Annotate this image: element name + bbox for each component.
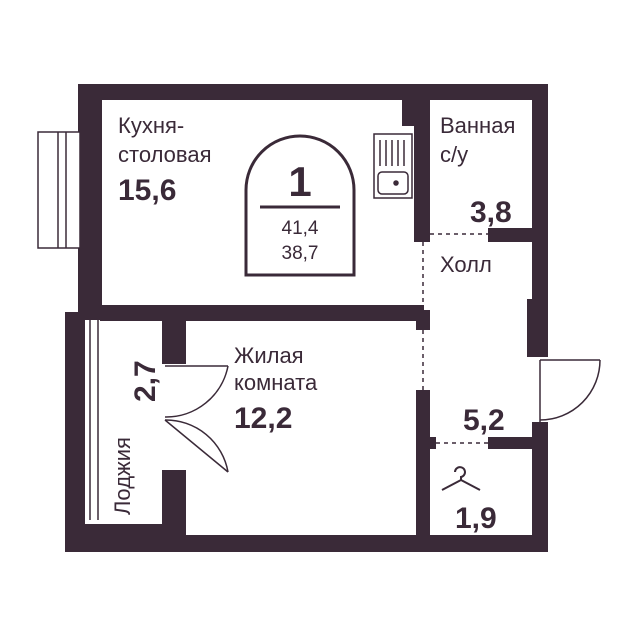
wall-bath-bottom-right	[488, 228, 548, 242]
wall-closet-top	[416, 437, 436, 449]
loggia-name: Лоджия	[110, 437, 135, 515]
wall-living-right-lower	[416, 390, 430, 552]
entrance-door	[539, 359, 601, 422]
wall-top	[78, 84, 548, 100]
wall-right-pillar	[527, 299, 548, 357]
wall-living-left-lower	[162, 470, 186, 552]
badge-total-area: 41,4	[282, 218, 319, 239]
wall-right-lower	[532, 422, 548, 552]
openings	[422, 233, 488, 444]
walls	[65, 84, 548, 552]
kitchen-sink-icon	[373, 133, 413, 199]
wall-kitchen-right-notch	[402, 84, 424, 126]
window-kitchen	[37, 131, 81, 249]
living-name-line2: комната	[234, 370, 318, 395]
wall-closet-top-right	[488, 437, 548, 449]
hall-area: 5,2	[463, 404, 505, 437]
wall-right-upper	[532, 84, 548, 299]
closet-area: 1,9	[455, 502, 497, 535]
wall-kitchen-living	[100, 305, 424, 321]
window-loggia	[89, 320, 99, 520]
wall-bottom	[165, 535, 548, 552]
kitchen-area: 15,6	[118, 174, 176, 207]
loggia-area: 2,7	[129, 360, 162, 402]
badge-rooms: 1	[288, 158, 311, 205]
wall-loggia-left	[65, 312, 85, 552]
bathroom-name-line1: Ванная	[440, 113, 515, 138]
wall-left-upper	[78, 84, 102, 320]
wall-living-right	[416, 310, 430, 330]
kitchen-name-line1: Кухня-	[118, 113, 184, 138]
hall-name: Холл	[440, 252, 492, 277]
living-name-line1: Жилая	[234, 343, 304, 368]
apartment-badge: 1 41,4 38,7	[244, 134, 356, 277]
living-area: 12,2	[234, 402, 292, 435]
balcony-door	[160, 364, 229, 473]
badge-living-area: 38,7	[282, 243, 319, 264]
bathroom-name-line2: с/у	[440, 142, 468, 167]
hanger-icon	[441, 466, 481, 491]
bathroom-area: 3,8	[470, 196, 512, 229]
kitchen-name-line2: столовая	[118, 142, 212, 167]
wall-bath-bottom	[414, 224, 430, 242]
